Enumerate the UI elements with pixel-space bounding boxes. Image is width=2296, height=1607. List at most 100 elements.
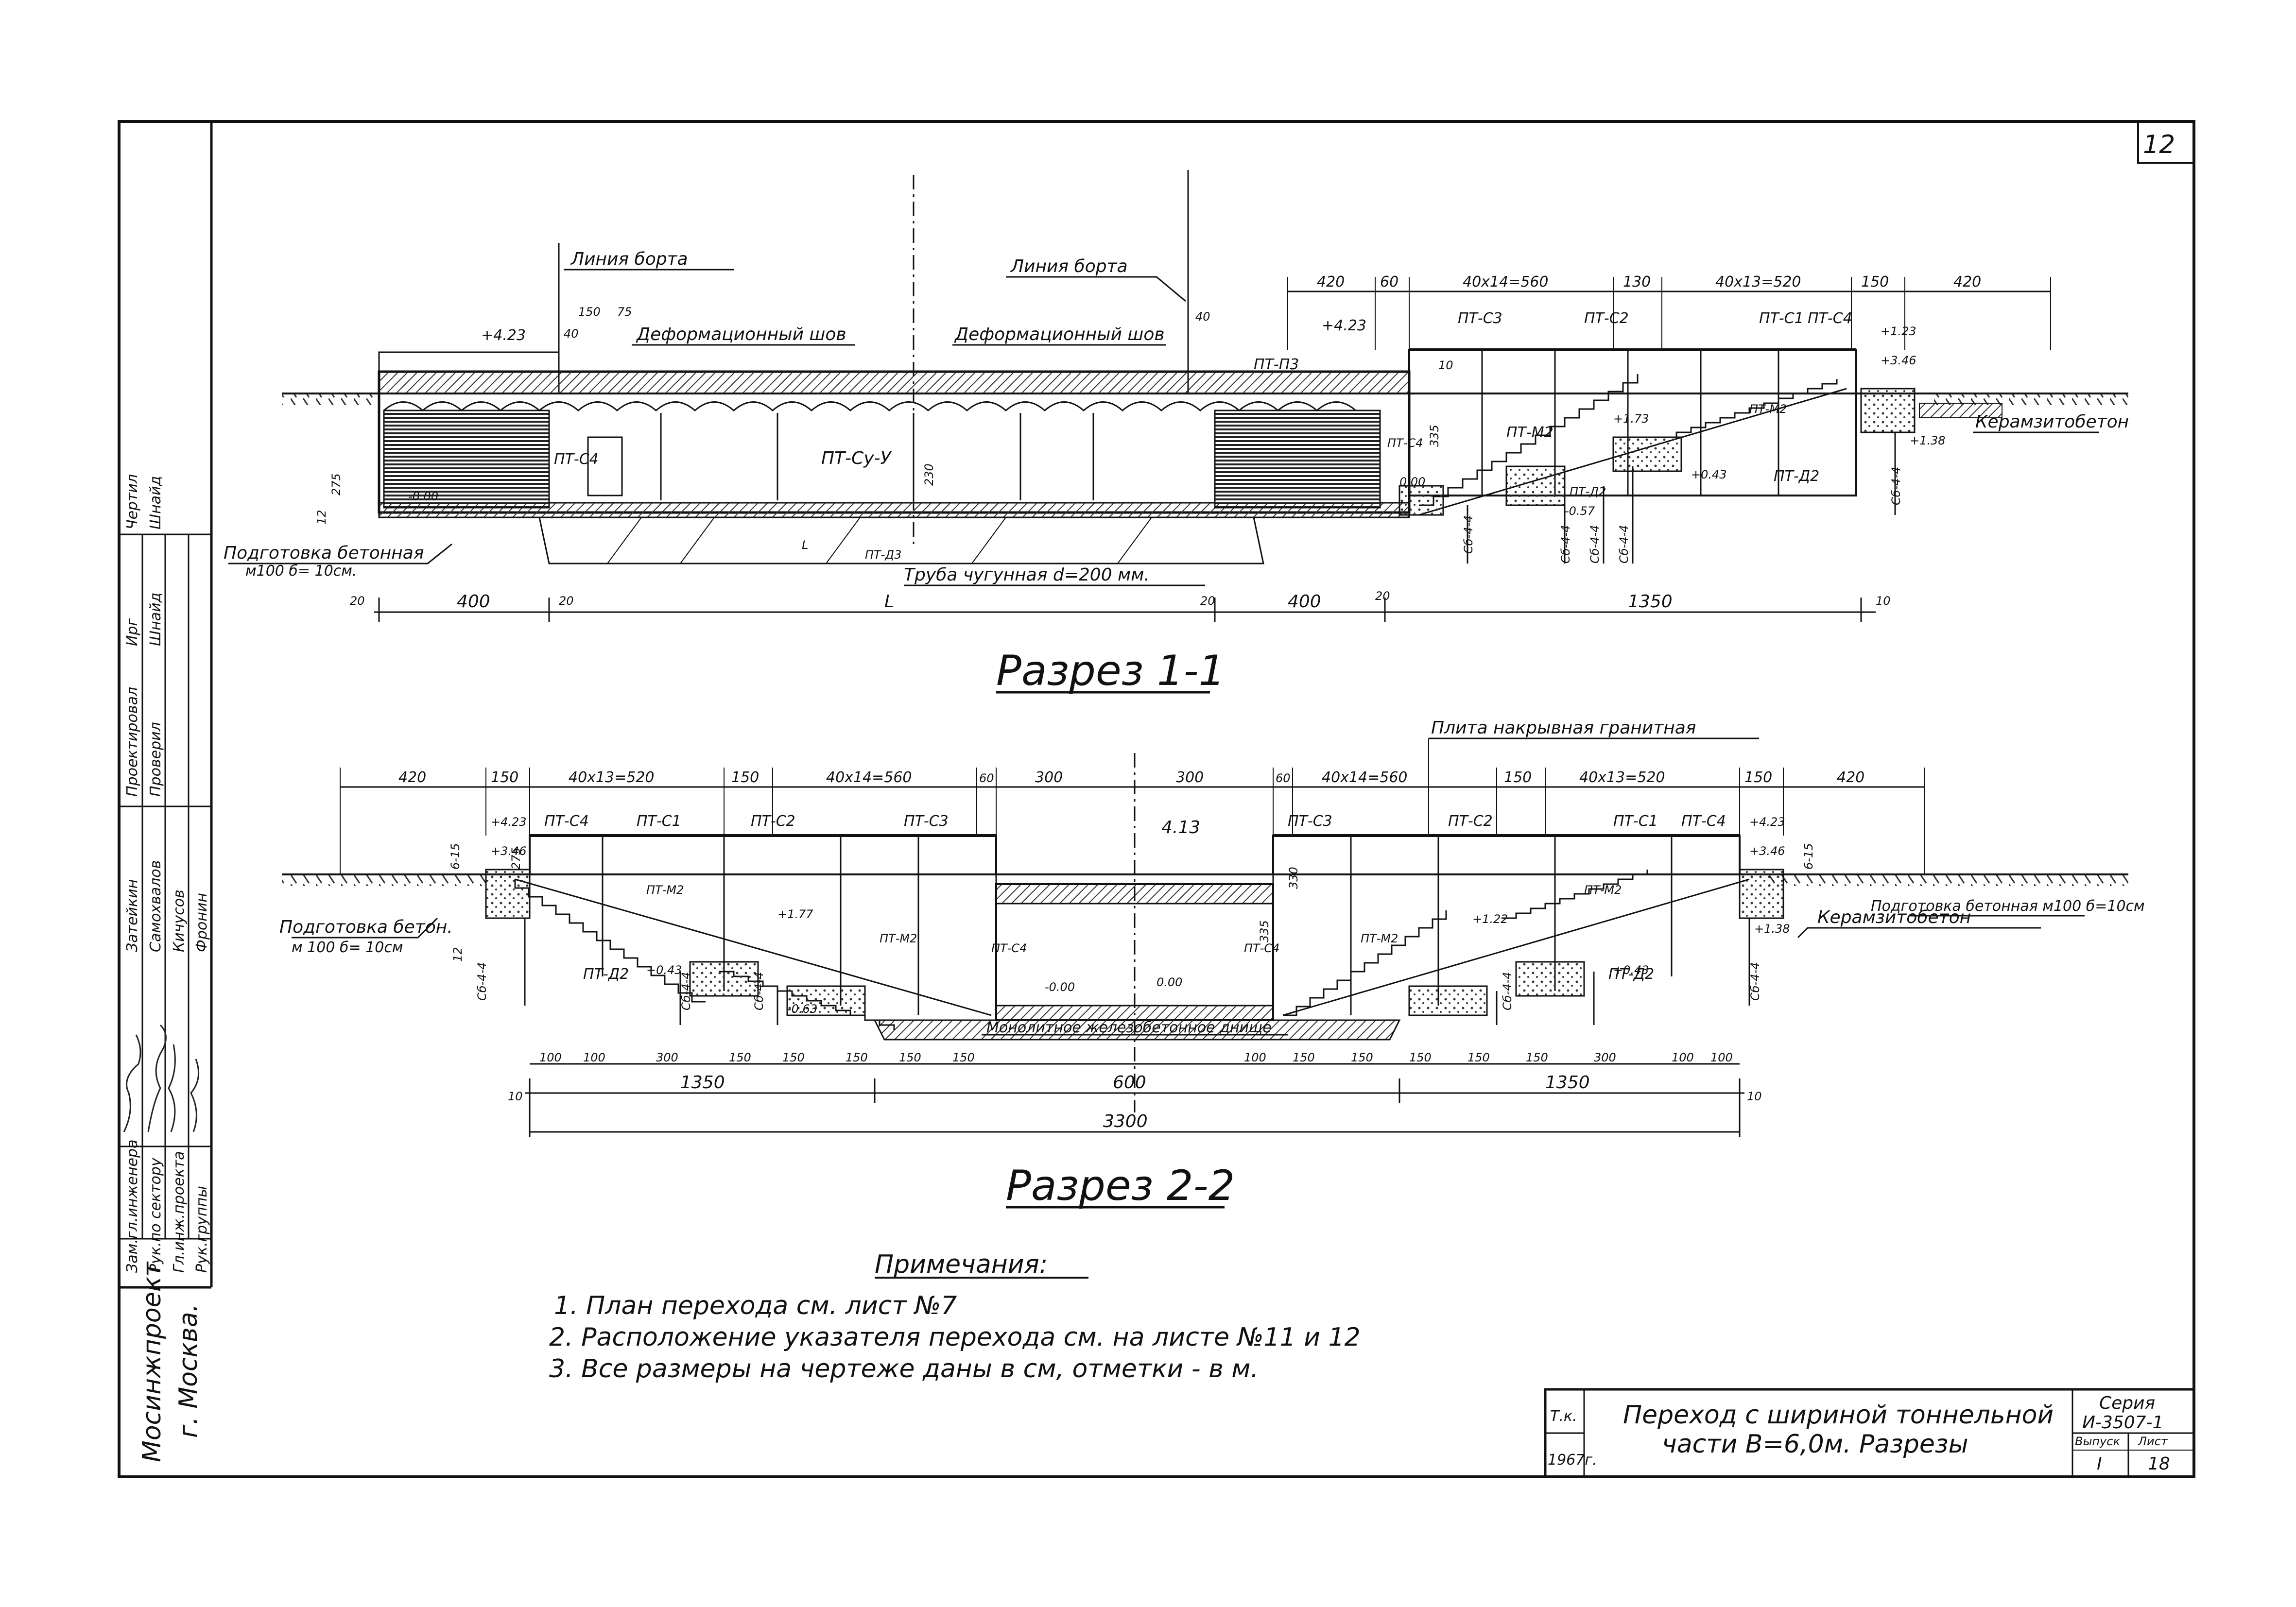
stamp-name-4: Фронин bbox=[193, 893, 210, 952]
s2-sub-l-3: 300 bbox=[656, 1051, 678, 1064]
s1-elev-1: +4.23 bbox=[481, 327, 526, 344]
s2-top-dim-5: 40x14=560 bbox=[826, 769, 912, 786]
s2-elev-1: +4.23 bbox=[491, 815, 527, 829]
sheet-number: 12 bbox=[2143, 130, 2175, 159]
s2-sub-r-4: 150 bbox=[1409, 1051, 1432, 1064]
s2-found-1: Сб-4-4 bbox=[475, 962, 489, 1001]
s2-elev-10: +4.23 bbox=[1749, 815, 1785, 829]
title-block bbox=[1544, 1388, 2195, 1478]
s2-span-1: 10 bbox=[508, 1090, 523, 1103]
s2-top-dim-8: 300 bbox=[1176, 769, 1204, 786]
org-name: Мосинжпроект bbox=[138, 1261, 167, 1462]
s2-top-dim-13: 150 bbox=[1744, 769, 1772, 786]
s2-sub-r-3: 150 bbox=[1351, 1051, 1373, 1064]
s1-el-pt-c3: ПТ-С3 bbox=[1458, 310, 1502, 327]
section-2-labels: Плита накрывная гранитная Подготовка бет… bbox=[279, 718, 2145, 1210]
s1-misc-150: 150 bbox=[578, 305, 601, 319]
tb-list: 18 bbox=[2148, 1454, 2170, 1474]
stamp-role-2: Рук.по сектору bbox=[147, 1157, 164, 1273]
s2-sub-l-4: 150 bbox=[729, 1051, 751, 1064]
stamp-names3-1: Чертил bbox=[124, 474, 141, 530]
s2-misc-3: 275 bbox=[509, 847, 523, 870]
s1-el-pt-c4-b: ПТ-С4 bbox=[1387, 436, 1423, 450]
callout-podgotovka-2: м100 б= 10см. bbox=[245, 563, 357, 580]
s2-el-15: ПТ-С4 bbox=[991, 941, 1027, 955]
s1-found-3: Сб-4-4 bbox=[1588, 525, 1602, 564]
s1-found-2: Сб-4-4 bbox=[1559, 525, 1572, 564]
section-1-title: Разрез 1-1 bbox=[996, 647, 1225, 695]
s1-misc-12: 12 bbox=[315, 510, 328, 525]
s1-misc-40-a: 40 bbox=[564, 327, 579, 341]
stamp-roles: Зам.гл.инженера Рук.по сектору Гл.инж.пр… bbox=[124, 474, 210, 1462]
s2-top-dim-11: 150 bbox=[1504, 769, 1532, 786]
callout-podgotovka-1: Подготовка бетонная bbox=[224, 543, 424, 563]
s2-sub-r-8: 100 bbox=[1672, 1051, 1694, 1064]
tb-tk: Т.к. bbox=[1550, 1408, 1577, 1425]
stamp-name-1: Затейкин bbox=[124, 879, 141, 952]
note-3: 3. Все размеры на чертеже даны в см, отм… bbox=[549, 1354, 1259, 1384]
s2-el-4: ПТ-С3 bbox=[904, 813, 949, 830]
s1-bot-dim-6: 400 bbox=[1288, 592, 1321, 612]
notes-heading: Примечания: bbox=[875, 1250, 1048, 1279]
tb-vypusk-label: Выпуск bbox=[2075, 1435, 2121, 1448]
s1-el-pt-m2-a: ПТ-М2 bbox=[1506, 424, 1554, 441]
s1-top-dim-7: 420 bbox=[1953, 274, 1981, 291]
stamp-role-4: Рук.группы bbox=[193, 1186, 210, 1273]
s1-misc-275: 275 bbox=[329, 473, 343, 496]
callout-podgotovka-left-2: м 100 б= 10см bbox=[292, 939, 403, 956]
s2-misc-5: 330 bbox=[1287, 867, 1300, 889]
s2-misc-1: 6-15 bbox=[449, 843, 462, 870]
callout-liniya-borta-left: Линия борта bbox=[570, 249, 688, 269]
s1-found-1: Сб-4-4 bbox=[1462, 515, 1475, 554]
s1-el-pt-p3: ПТ-П3 bbox=[1254, 356, 1299, 373]
s1-misc-10: 10 bbox=[1438, 359, 1453, 372]
s1-top-dim-3: 40x14=560 bbox=[1463, 274, 1549, 291]
s2-top-dim-1: 420 bbox=[398, 769, 426, 786]
stamp-names2-2: Шнайд bbox=[147, 593, 164, 646]
s1-el-pt-d3: ПТ-Д3 bbox=[865, 548, 901, 562]
stamp-design-2: Проверил bbox=[147, 722, 164, 797]
callout-monolith: Монолитное железобетонное днище bbox=[986, 1019, 1272, 1036]
callout-podgotovka-right: Подготовка бетонная м100 б=10см bbox=[1871, 898, 2145, 915]
s2-top-dim-2: 150 bbox=[491, 769, 518, 786]
stamp-names2-1: Ирг bbox=[124, 618, 141, 646]
s1-elev-8: -0.57 bbox=[1565, 504, 1595, 518]
callout-keramzit-2: Керамзитобетон bbox=[1817, 907, 1971, 927]
s1-found-5: Сб-4-4 bbox=[1889, 467, 1903, 505]
s2-sub-l-8: 150 bbox=[952, 1051, 975, 1064]
s2-top-dim-14: 420 bbox=[1837, 769, 1864, 786]
s2-sub-r-7: 300 bbox=[1594, 1051, 1616, 1064]
stamp-names3-2: Шнайд bbox=[147, 476, 164, 530]
s1-el-pt-c4-left: ПТ-С4 bbox=[554, 451, 599, 468]
s2-elev-2: +3.46 bbox=[491, 844, 527, 858]
s2-el-2: ПТ-С1 bbox=[637, 813, 681, 830]
s1-misc-335: 335 bbox=[1428, 425, 1441, 447]
callout-keramzit: Керамзитобетон bbox=[1975, 412, 2129, 432]
s2-top-dim-12: 40x13=520 bbox=[1579, 769, 1665, 786]
s2-elev-12: +1.38 bbox=[1754, 922, 1790, 936]
section-2-drawing bbox=[282, 737, 2128, 1209]
title-block-text: Т.к. 1967г. Переход с шириной тоннельной… bbox=[1548, 1393, 2170, 1474]
s2-misc-2: 6-15 bbox=[1802, 843, 1815, 870]
s1-bot-dim-7: 20 bbox=[1375, 589, 1390, 603]
notes: Примечания: 1. План перехода см. лист №7… bbox=[549, 1250, 1361, 1384]
s1-elev-7: +1.73 bbox=[1613, 412, 1649, 426]
s1-elev-5: +1.38 bbox=[1910, 434, 1946, 447]
s1-top-dim-1: 420 bbox=[1317, 274, 1345, 291]
s1-el-pt-d2-b: ПТ-Д2 bbox=[1570, 485, 1606, 498]
s1-bot-dim-5: 20 bbox=[1200, 594, 1215, 608]
s2-el-5: ПТ-С3 bbox=[1288, 813, 1332, 830]
s1-elev-3: +1.23 bbox=[1881, 325, 1916, 338]
s1-top-dim-6: 150 bbox=[1861, 274, 1889, 291]
s1-elev-6: +0.43 bbox=[1691, 468, 1727, 481]
s2-sub-l-2: 100 bbox=[583, 1051, 605, 1064]
s2-found-2: Сб-4-4 bbox=[679, 972, 693, 1010]
stamp-name-3: Кичусов bbox=[171, 889, 188, 952]
s2-sub-l-6: 150 bbox=[846, 1051, 868, 1064]
tb-vypusk: I bbox=[2097, 1454, 2102, 1474]
stamp-design-1: Проектировал bbox=[124, 687, 141, 797]
note-2: 2. Расположение указателя перехода см. н… bbox=[549, 1323, 1361, 1352]
s2-el-16: ПТ-С4 bbox=[1244, 941, 1279, 955]
s1-top-dim-5: 40x13=520 bbox=[1715, 274, 1801, 291]
s2-elev-8: 0.00 bbox=[1157, 975, 1182, 989]
